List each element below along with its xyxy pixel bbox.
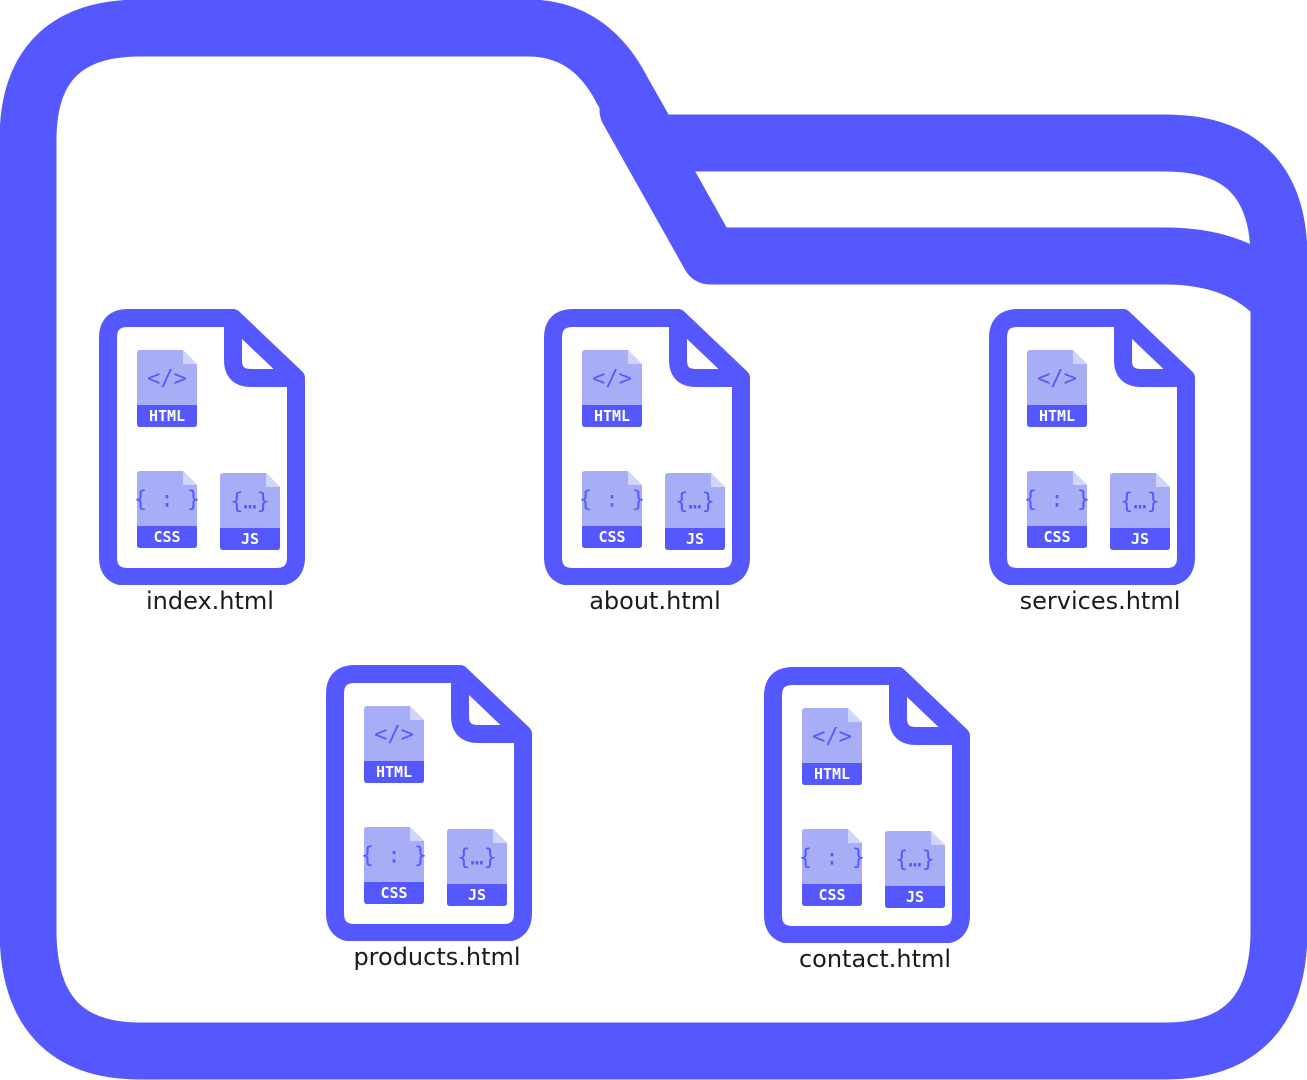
- css-file-icon-label: CSS: [380, 884, 407, 902]
- html-file-icon-glyph: </>: [812, 725, 852, 750]
- html-file-icon-label: HTML: [814, 765, 850, 783]
- css-file-icon-label: CSS: [1043, 528, 1070, 546]
- file-item-products[interactable]: </> HTML { : } CSS {…} JS products.html: [322, 661, 552, 981]
- web-file-icon: </> HTML { : } CSS {…} JS: [99, 309, 305, 585]
- css-file-icon: { : } CSS: [134, 471, 200, 548]
- css-file-icon-glyph: { : }: [579, 488, 645, 513]
- js-file-icon-label: JS: [686, 530, 704, 548]
- html-file-icon: </> HTML: [364, 706, 424, 783]
- html-file-icon-label: HTML: [594, 407, 630, 425]
- js-file-icon: {…} JS: [220, 473, 280, 550]
- file-item-services[interactable]: </> HTML { : } CSS {…} JS services.html: [985, 305, 1215, 625]
- css-file-icon-label: CSS: [598, 528, 625, 546]
- html-file-icon: </> HTML: [582, 350, 642, 427]
- file-fold: [669, 318, 741, 387]
- web-file-icon: </> HTML { : } CSS {…} JS: [764, 667, 970, 943]
- css-file-icon: { : } CSS: [799, 829, 865, 906]
- css-file-icon-glyph: { : }: [799, 846, 865, 871]
- folder-tab-line: [599, 81, 1307, 329]
- css-file-icon-label: CSS: [818, 886, 845, 904]
- html-file-icon: </> HTML: [1027, 350, 1087, 427]
- js-file-icon-label: JS: [906, 888, 924, 906]
- js-file-icon-glyph: {…}: [457, 846, 497, 871]
- html-file-icon-glyph: </>: [592, 367, 632, 392]
- file-item-index[interactable]: </> HTML { : } CSS {…} JS index.html: [95, 305, 325, 625]
- js-file-icon-glyph: {…}: [895, 848, 935, 873]
- file-fold: [451, 674, 523, 743]
- css-file-icon-glyph: { : }: [134, 488, 200, 513]
- js-file-icon: {…} JS: [1110, 473, 1170, 550]
- file-name-label: contact.html: [798, 945, 952, 973]
- file-item-about[interactable]: </> HTML { : } CSS {…} JS about.html: [540, 305, 770, 625]
- js-file-icon: {…} JS: [447, 829, 507, 906]
- js-file-icon-glyph: {…}: [675, 490, 715, 515]
- file-item-contact[interactable]: </> HTML { : } CSS {…} JS contact.html: [760, 663, 990, 983]
- web-file-icon: </> HTML { : } CSS {…} JS: [989, 309, 1195, 585]
- css-file-icon: { : } CSS: [579, 471, 645, 548]
- web-file-icon: </> HTML { : } CSS {…} JS: [544, 309, 750, 585]
- html-file-icon: </> HTML: [802, 708, 862, 785]
- css-file-icon-glyph: { : }: [1024, 488, 1090, 513]
- js-file-icon-label: JS: [468, 886, 486, 904]
- js-file-icon-glyph: {…}: [1120, 490, 1160, 515]
- html-file-icon-label: HTML: [149, 407, 185, 425]
- js-file-icon-glyph: {…}: [230, 490, 270, 515]
- file-name-label: index.html: [146, 587, 274, 615]
- js-file-icon-label: JS: [1131, 530, 1149, 548]
- html-file-icon-glyph: </>: [374, 723, 414, 748]
- web-file-icon: </> HTML { : } CSS {…} JS: [326, 665, 532, 941]
- css-file-icon-label: CSS: [153, 528, 180, 546]
- js-file-icon: {…} JS: [885, 831, 945, 908]
- css-file-icon: { : } CSS: [361, 827, 427, 904]
- file-name-label: about.html: [589, 587, 721, 615]
- html-file-icon-label: HTML: [1039, 407, 1075, 425]
- js-file-icon: {…} JS: [665, 473, 725, 550]
- html-file-icon-label: HTML: [376, 763, 412, 781]
- file-fold: [224, 318, 296, 387]
- html-file-icon: </> HTML: [137, 350, 197, 427]
- file-fold: [889, 676, 961, 745]
- file-name-label: products.html: [353, 943, 521, 971]
- html-file-icon-glyph: </>: [1037, 367, 1077, 392]
- html-file-icon-glyph: </>: [147, 367, 187, 392]
- js-file-icon-label: JS: [241, 530, 259, 548]
- css-file-icon-glyph: { : }: [361, 844, 427, 869]
- file-fold: [1114, 318, 1186, 387]
- css-file-icon: { : } CSS: [1024, 471, 1090, 548]
- file-name-label: services.html: [1019, 587, 1181, 615]
